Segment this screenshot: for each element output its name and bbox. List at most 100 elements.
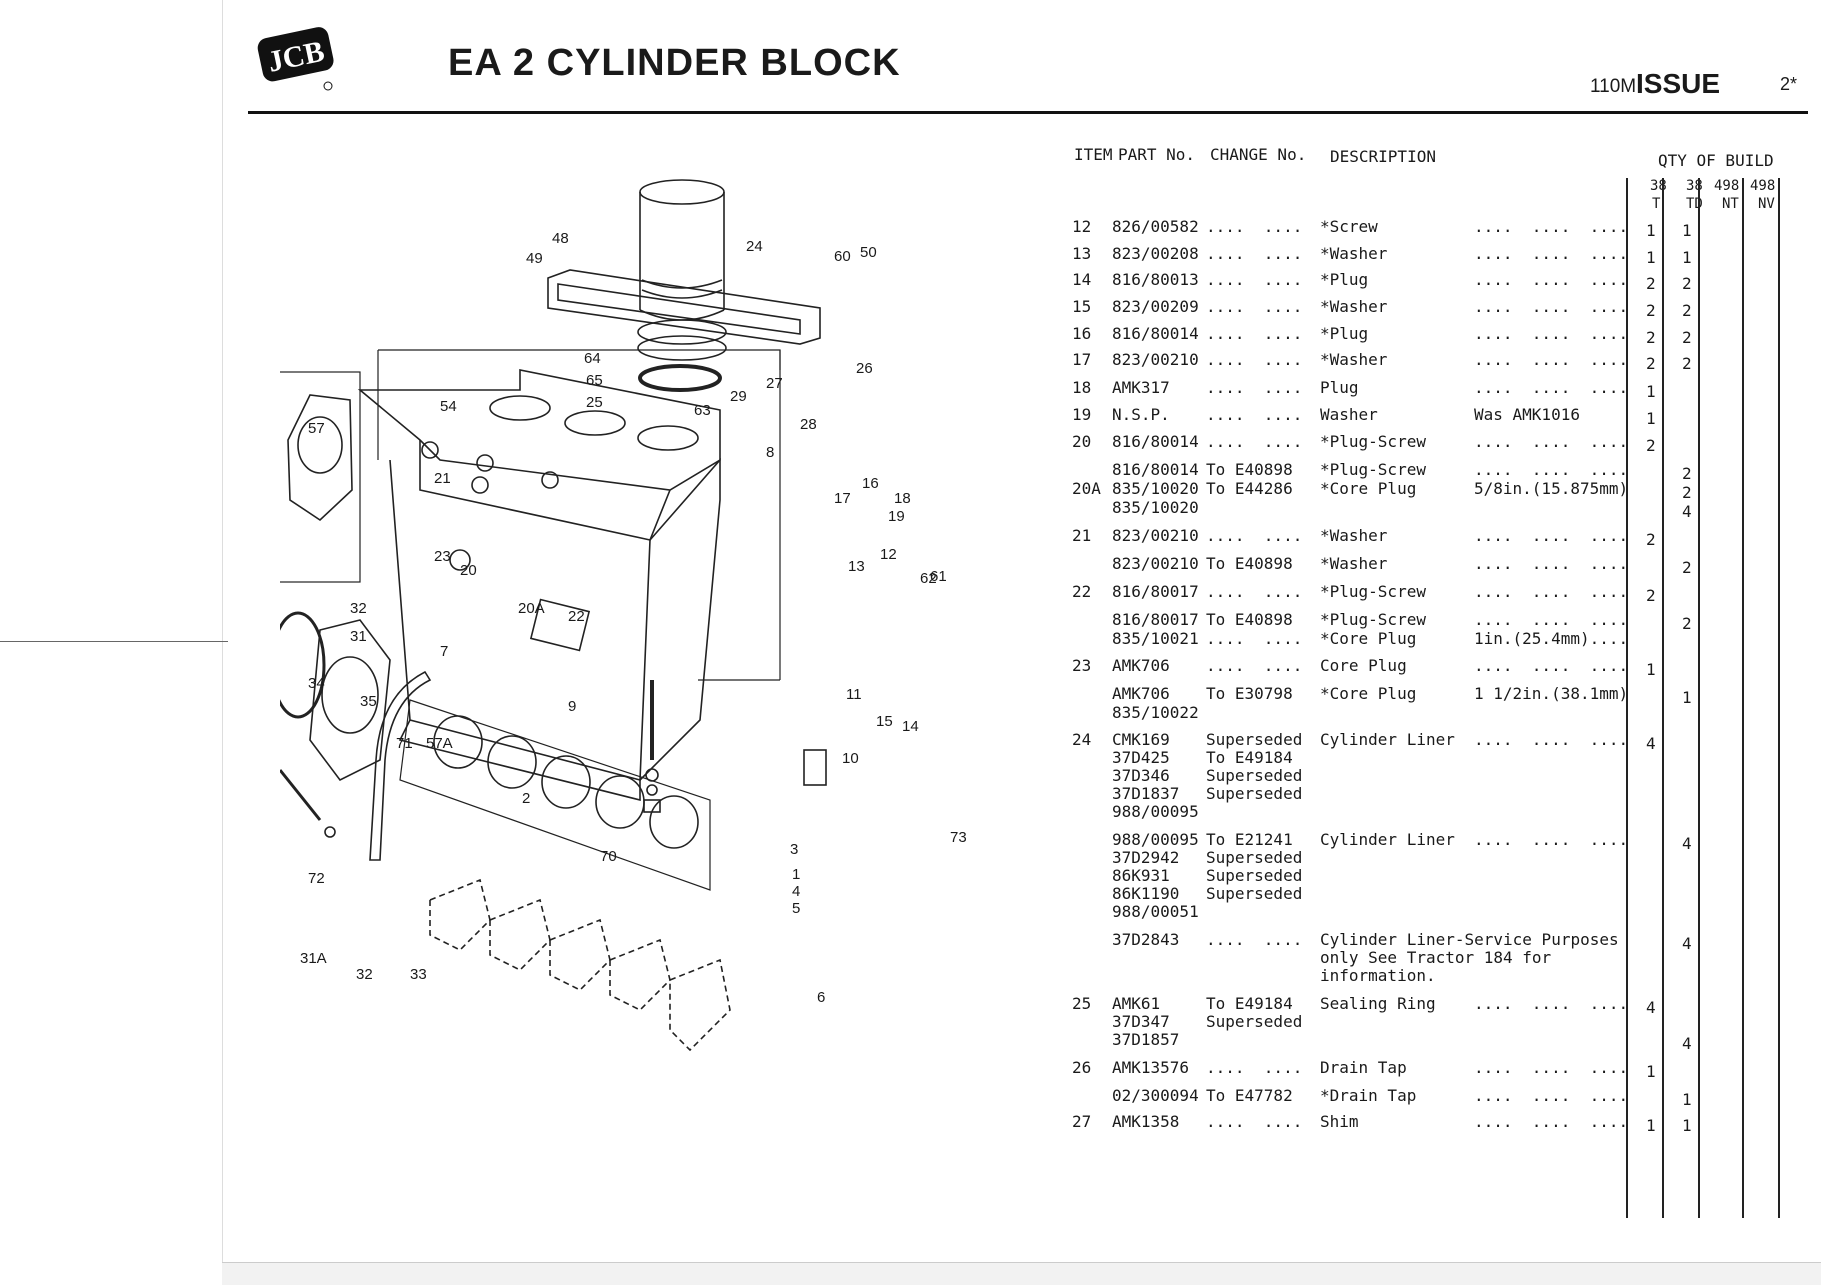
header-part-no: PART No. [1118,145,1196,164]
callout-label: 70 [600,848,617,865]
scan-bottom-band [222,1262,1821,1285]
callout-label: 3 [790,841,799,858]
row-part-no: 823/00210 [1112,554,1199,573]
page-number: 2* [1780,74,1798,94]
jcb-logo: JCB [252,20,342,92]
callout-label: 4 [792,883,801,900]
callout-label: 12 [880,546,897,563]
front-plate-illustration [267,371,361,583]
row-item: 18 [1072,378,1092,397]
row-change-no: To E40898 [1206,460,1293,479]
row-change-no: .... .... [1206,405,1303,424]
callout-label: 23 [434,548,451,565]
row-part-no: 835/10022 [1112,703,1199,722]
callout-label: 32 [350,600,367,617]
row-part-no: AMK61 [1112,994,1161,1013]
row-note: .... .... .... [1474,582,1629,601]
row-part-no: 823/00208 [1112,244,1199,263]
row-note: .... .... .... [1474,217,1629,236]
row-part-no: 37D1837 [1112,784,1180,803]
row-change-no: .... .... [1206,629,1303,648]
exploded-diagram [267,160,1000,1160]
callout-label: 33 [410,966,427,983]
callout-label: 16 [862,475,879,492]
row-change-no: To E47782 [1206,1086,1293,1105]
row-qty-38td: 2 [1682,301,1692,320]
row-description: Drain Tap [1320,1058,1407,1077]
row-qty-38t: 2 [1646,354,1656,373]
row-item: 27 [1072,1112,1092,1131]
callout-label: 71 [396,735,413,752]
row-part-no: N.S.P. [1112,405,1170,424]
row-qty-38td: 4 [1682,934,1692,953]
callout-label: 18 [894,490,911,507]
row-change-no: To E49184 [1206,748,1293,767]
row-description: Washer [1320,405,1378,424]
page-edge [222,0,223,1284]
row-change-no: To E21241 [1206,830,1293,849]
row-part-no: 835/10021 [1112,629,1199,648]
row-qty-38td: 1 [1682,248,1692,267]
row-part-no: 816/80014 [1112,432,1199,451]
row-change-no: Superseded [1206,766,1303,785]
row-item: 26 [1072,1058,1092,1077]
row-part-no: 37D2843 [1112,930,1180,949]
row-note: .... .... .... [1474,1058,1629,1077]
row-description: *Screw [1320,217,1378,236]
row-item: 23 [1072,656,1092,675]
row-change-no: .... .... [1206,526,1303,545]
row-note: Was AMK1016 [1474,405,1580,424]
qty-rule-3 [1698,178,1700,1218]
callout-label: 49 [526,250,543,267]
row-qty-38t: 1 [1646,1062,1656,1081]
gasket-illustration [369,670,432,861]
callout-label: 14 [902,718,919,735]
row-qty-38td: 2 [1682,614,1692,633]
row-part-no: 816/80013 [1112,270,1199,289]
row-item: 13 [1072,244,1092,263]
row-qty-38td: 1 [1682,221,1692,240]
bearing-shells-illustration [399,699,711,891]
row-item: 20A [1072,479,1101,498]
row-qty-38t: 1 [1646,382,1656,401]
row-part-no: 37D346 [1112,766,1170,785]
row-item: 16 [1072,324,1092,343]
row-description: information. [1320,966,1436,985]
row-note: .... .... .... [1474,656,1629,675]
row-description: *Washer [1320,350,1388,369]
callout-label: 27 [766,375,783,392]
row-note: .... .... .... [1474,994,1629,1013]
row-qty-38td: 2 [1682,274,1692,293]
row-part-no: 835/10020 [1112,479,1199,498]
row-note: .... .... .... [1474,830,1629,849]
row-change-no: .... .... [1206,378,1303,397]
row-description: *Washer [1320,554,1388,573]
qty-col-4-bottom: NV [1758,196,1775,212]
qty-col-4-top: 498 [1750,178,1776,194]
row-note: .... .... .... [1474,297,1629,316]
row-qty-38t: 4 [1646,734,1656,753]
row-item: 17 [1072,350,1092,369]
qty-rule-4 [1742,178,1744,1218]
row-part-no: 86K1190 [1112,884,1180,903]
callout-label: 20A [518,600,545,617]
row-part-no: 816/80014 [1112,324,1199,343]
row-change-no: .... .... [1206,324,1303,343]
callout-label: 1 [792,866,801,883]
row-description: *Washer [1320,526,1388,545]
row-part-no: 816/80017 [1112,582,1199,601]
row-change-no: .... .... [1206,656,1303,675]
row-description: Shim [1320,1112,1359,1131]
row-qty-38t: 2 [1646,530,1656,549]
row-part-no: 823/00209 [1112,297,1199,316]
header-item: ITEM [1074,145,1113,164]
row-description: *Plug [1320,324,1369,343]
callout-label: 32 [356,966,373,983]
row-item: 12 [1072,217,1092,236]
row-change-no: .... .... [1206,244,1303,263]
row-item: 19 [1072,405,1092,424]
callout-label: 57 [308,420,325,437]
margin-rule [0,641,228,642]
qty-col-1-top: 38 [1650,178,1667,194]
row-description: *Plug-Screw [1320,610,1426,629]
